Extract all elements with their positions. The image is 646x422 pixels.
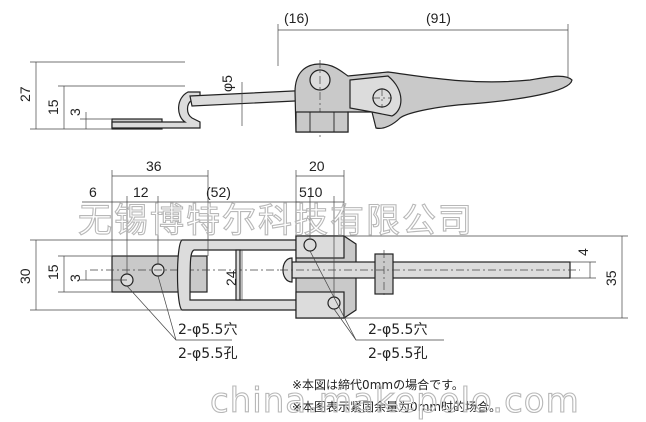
dim-h24: 24	[223, 270, 239, 286]
hole-label-right-1: 2-φ5.5穴	[368, 322, 427, 338]
dim-w16: (16)	[284, 10, 309, 26]
dim-w36: 36	[146, 158, 162, 174]
hole-label-left-1: 2-φ5.5穴	[178, 322, 237, 338]
note-line-2: ※本图表示紧固余量为0mm时的场合。	[292, 399, 501, 414]
dim-w510: 510	[299, 184, 323, 200]
dim-w91: (91)	[426, 10, 451, 26]
watermark-site: china.makepolo.com	[210, 381, 580, 421]
base-block-side	[295, 111, 349, 133]
dim-h27: 27	[17, 86, 33, 102]
dim-h4: 4	[575, 248, 591, 256]
dim-w20: 20	[309, 158, 325, 174]
hole-label-left-2: 2-φ5.5孔	[178, 346, 237, 362]
hook-loop-side	[111, 91, 201, 129]
plan-view: 36 6 12 (52) 20 510 30 15 3 24	[17, 158, 628, 362]
dim-w6: 6	[89, 184, 97, 200]
hole-label-right-2: 2-φ5.5孔	[368, 346, 427, 362]
dim-h35: 35	[603, 270, 619, 286]
leader-left-holes-2	[157, 275, 177, 341]
wire-loop-plan	[176, 239, 301, 311]
dim-h30: 30	[17, 268, 33, 284]
leader-right-holes-2	[309, 250, 357, 341]
watermark-company: 无锡博特尔科技有限公司	[78, 201, 474, 241]
dim-w12: 12	[133, 184, 149, 200]
loop-crossbar	[235, 249, 241, 301]
side-view: (16) (91) 27 15 3 φ5	[17, 10, 573, 138]
dim-h15-plan: 15	[45, 264, 61, 280]
dim-h3: 3	[67, 108, 83, 116]
dim-w52: (52)	[206, 184, 231, 200]
dim-dia5: φ5	[219, 75, 235, 92]
hole-right-2	[327, 296, 341, 310]
dim-h3-plan: 3	[67, 274, 83, 282]
dim-h15: 15	[45, 99, 61, 115]
note-line-1: ※本図は締代0mmの場合です。	[292, 377, 464, 392]
